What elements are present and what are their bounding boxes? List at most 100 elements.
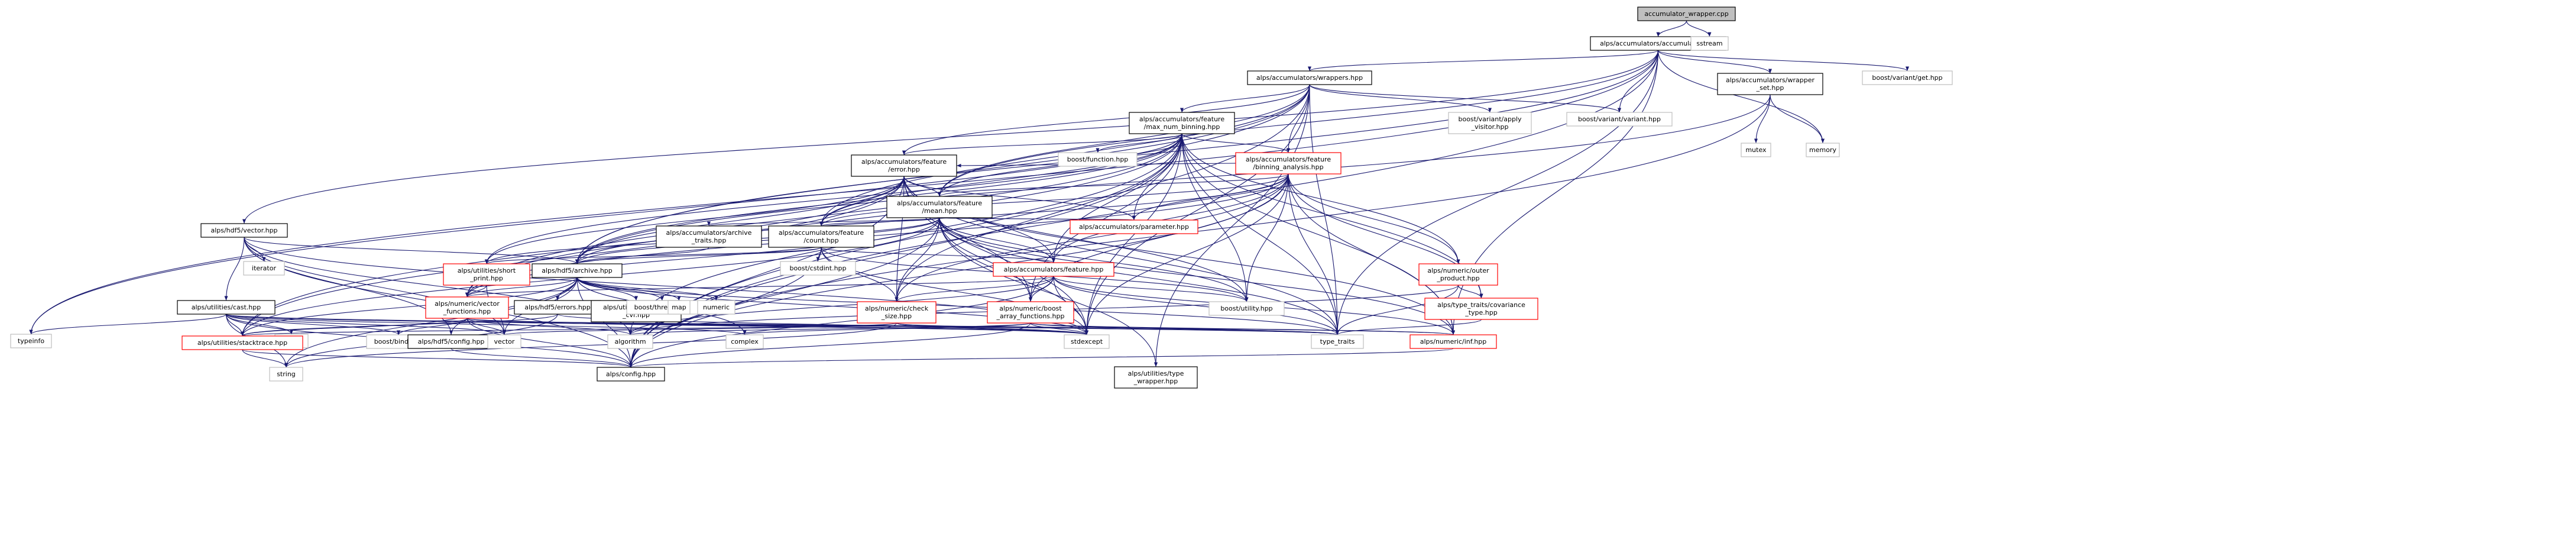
file-node[interactable]: alps/accumulators/feature/error.hpp <box>851 154 957 177</box>
file-node[interactable]: alps/utilities/stacktrace.hpp <box>182 335 303 350</box>
file-node[interactable]: accumulator_wrapper.cpp <box>1637 7 1736 21</box>
file-node[interactable]: alps/utilities/type_wrapper.hpp <box>1114 366 1198 389</box>
file-node[interactable]: boost/utility.hpp <box>1208 301 1285 316</box>
include-edge <box>242 349 633 368</box>
file-node[interactable]: alps/utilities/short_print.hpp <box>443 263 530 286</box>
include-edge <box>628 276 1054 368</box>
include-edge <box>241 322 897 337</box>
file-node[interactable]: alps/numeric/vector_functions.hpp <box>425 296 509 319</box>
node-box <box>725 334 764 349</box>
include-edge <box>937 50 1659 197</box>
node-box <box>532 263 623 278</box>
file-node[interactable]: alps/accumulators/feature/binning_analys… <box>1235 152 1342 175</box>
node-label: memory <box>1809 146 1836 154</box>
file-node[interactable]: alps/hdf5/errors.hpp <box>514 300 601 315</box>
include-edge <box>29 314 227 335</box>
node-label: iterator <box>252 264 276 272</box>
file-node[interactable]: alps/accumulators/archive_traits.hpp <box>656 225 762 248</box>
file-node[interactable]: alps/numeric/boost_array_functions.hpp <box>987 301 1074 324</box>
node-label: string <box>277 370 296 378</box>
file-node[interactable]: boost/variant/get.hpp <box>1862 70 1953 85</box>
file-node[interactable]: algorithm <box>607 334 653 349</box>
file-node[interactable]: alps/numeric/outer_product.hpp <box>1418 263 1498 286</box>
node-box <box>1566 112 1673 127</box>
include-edge <box>1335 50 1659 335</box>
include-edge <box>1335 285 1459 335</box>
node-label: alps/config.hpp <box>606 370 656 378</box>
include-edge <box>244 237 579 264</box>
node-label: /max_num_binning.hpp <box>1144 123 1220 131</box>
file-node[interactable]: alps/hdf5/archive.hpp <box>532 263 623 278</box>
node-label: alps/hdf5/archive.hpp <box>542 267 613 274</box>
include-edge <box>1770 94 1825 144</box>
node-label: alps/accumulators/feature <box>1246 156 1331 163</box>
node-label: typeinfo <box>18 337 44 345</box>
file-node[interactable]: alps/type_traits/covariance_type.hpp <box>1424 298 1538 320</box>
include-edge <box>819 133 1182 227</box>
file-node[interactable]: alps/config.hpp <box>597 367 665 382</box>
node-box <box>269 367 303 382</box>
file-node[interactable]: sstream <box>1690 36 1729 51</box>
file-node[interactable]: alps/accumulators/wrappers.hpp <box>1247 70 1372 85</box>
include-edge <box>939 217 1158 367</box>
node-box <box>993 262 1114 277</box>
include-edge <box>1451 50 1659 335</box>
node-box <box>768 225 874 248</box>
node-label: _traits.hpp <box>691 237 727 244</box>
node-label: alps/hdf5/config.hpp <box>418 338 485 345</box>
file-node[interactable]: alps/utilities/cast.hpp <box>177 300 276 315</box>
file-node[interactable]: alps/accumulators/wrapper_set.hpp <box>1717 73 1823 95</box>
include-edge <box>1181 133 1460 264</box>
include-edge <box>1657 50 1773 74</box>
file-node[interactable]: iterator <box>243 261 285 276</box>
include-edge <box>1051 133 1182 263</box>
include-edge <box>1084 84 1310 335</box>
file-node[interactable]: stdexcept <box>1064 334 1110 349</box>
file-node[interactable]: alps/hdf5/vector.hpp <box>200 223 288 238</box>
file-node[interactable]: alps/hdf5/config.hpp <box>407 334 495 349</box>
file-node[interactable]: alps/numeric/check_size.hpp <box>857 301 937 324</box>
node-label: alps/numeric/boost <box>999 305 1062 312</box>
file-node[interactable]: boost/function.hpp <box>1058 152 1138 167</box>
file-node[interactable]: boost/cstdint.hpp <box>780 261 856 276</box>
include-edge <box>895 276 1054 302</box>
file-node[interactable]: numeric <box>697 300 735 315</box>
file-node[interactable]: alps/numeric/inf.hpp <box>1409 334 1497 349</box>
node-label: boost/function.hpp <box>1067 156 1129 163</box>
node-label: alps/accumulators/feature <box>779 229 864 237</box>
include-edge <box>628 173 1289 368</box>
file-node[interactable]: string <box>269 367 303 382</box>
file-node[interactable]: alps/accumulators/feature/max_num_binnin… <box>1129 112 1235 134</box>
node-label: _functions.hpp <box>443 308 491 315</box>
file-node[interactable]: alps/accumulators/feature/count.hpp <box>768 225 874 248</box>
node-box <box>1114 366 1198 389</box>
file-node[interactable]: map <box>668 300 691 315</box>
file-node[interactable]: alps/accumulators/feature.hpp <box>993 262 1114 277</box>
node-label: _size.hpp <box>881 312 912 320</box>
file-node[interactable]: complex <box>725 334 764 349</box>
include-edge <box>1132 133 1182 221</box>
file-node[interactable]: alps/accumulators/feature/mean.hpp <box>886 196 993 218</box>
include-edge <box>939 217 1340 335</box>
file-node[interactable]: boost/variant/apply_visitor.hpp <box>1448 112 1532 134</box>
include-edge <box>1181 133 1340 335</box>
include-edge <box>939 217 1056 263</box>
node-label: alps/accumulators/accumulator.hpp <box>1600 40 1716 47</box>
file-node[interactable]: alps/accumulators/parameter.hpp <box>1070 219 1198 234</box>
include-edge <box>939 217 1033 302</box>
node-label: sstream <box>1696 40 1722 47</box>
node-label: boost/variant/variant.hpp <box>1578 115 1661 123</box>
include-edge <box>466 318 1088 335</box>
include-edge <box>1686 20 1712 37</box>
file-node[interactable]: type_traits <box>1311 334 1364 349</box>
node-label: _wrapper.hpp <box>1133 377 1178 385</box>
file-node[interactable]: memory <box>1806 143 1840 157</box>
include-edge <box>284 322 897 368</box>
node-box <box>1235 152 1342 175</box>
file-node[interactable]: vector <box>487 334 521 349</box>
node-label: alps/numeric/inf.hpp <box>1420 338 1487 345</box>
file-node[interactable]: typeinfo <box>10 334 52 348</box>
file-node[interactable]: mutex <box>1741 143 1771 157</box>
file-node[interactable]: boost/variant/variant.hpp <box>1566 112 1673 127</box>
